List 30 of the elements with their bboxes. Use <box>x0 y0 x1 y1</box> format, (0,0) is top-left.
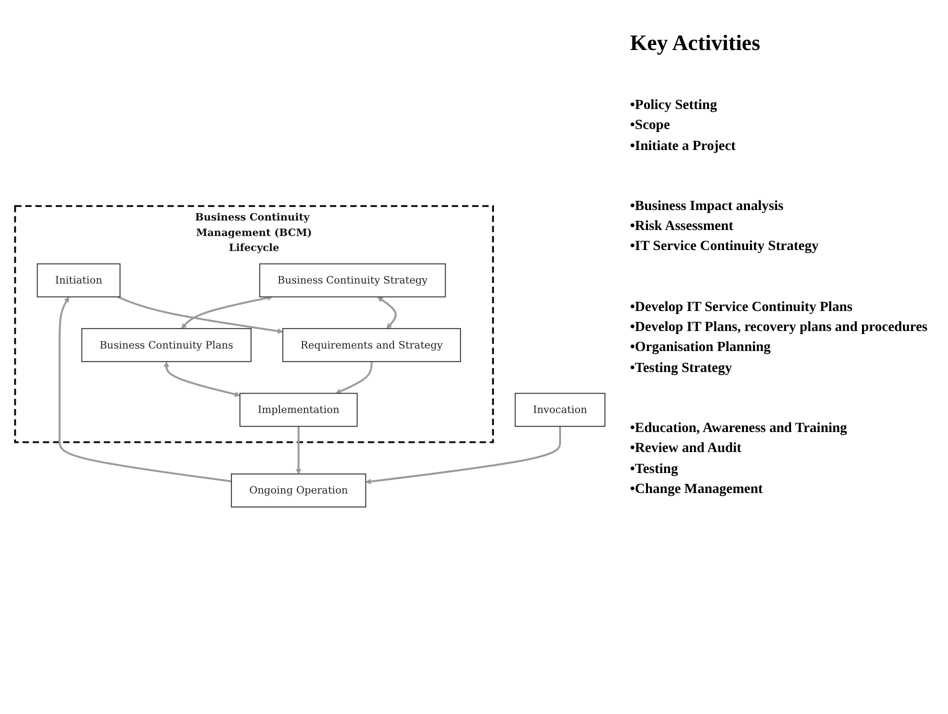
activity-item: •Develop IT Plans, recovery plans and procedures <box>630 319 928 338</box>
arrow <box>365 426 562 485</box>
node-box: Implementation <box>239 393 358 428</box>
activity-item: •Change Management <box>630 480 764 499</box>
column-heading: Key Activities <box>630 30 762 56</box>
activity-item: •Education, Awareness and Training <box>630 420 848 438</box>
node-box: Business Continuity Plans <box>81 328 252 363</box>
activity-item: •Policy Setting <box>630 97 718 115</box>
activity-item: •Testing Strategy <box>630 360 733 378</box>
arrow <box>58 297 232 483</box>
arrow <box>377 297 397 330</box>
node-box: Ongoing Operation <box>230 474 366 508</box>
node-box: Requirements and Strategy <box>282 328 461 363</box>
activity-item: •Risk Assessment <box>630 218 734 236</box>
node-box: Business Continuity Strategy <box>259 264 446 298</box>
node-box: Invocation <box>514 393 606 428</box>
activity-item: •Initiate a Project <box>630 138 737 156</box>
activity-item: •IT Service Continuity Strategy <box>630 238 820 256</box>
activity-item: •Scope <box>630 117 671 136</box>
arrow <box>164 362 240 398</box>
arrow <box>296 426 302 475</box>
node-box: Initiation <box>36 264 120 298</box>
activity-item: •Business Impact analysis <box>630 198 784 216</box>
activity-item: •Organisation Planning <box>630 339 772 358</box>
arrow <box>117 296 284 334</box>
arrow <box>181 296 273 330</box>
arrow <box>336 362 373 394</box>
activity-item: •Develop IT Service Continuity Plans <box>630 298 854 317</box>
activity-item: •Review and Audit <box>630 440 742 458</box>
activity-item: •Testing <box>630 460 679 479</box>
